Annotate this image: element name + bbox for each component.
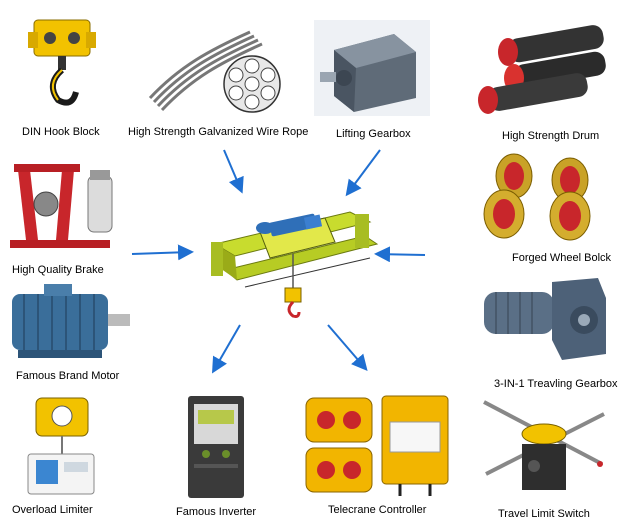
component-label: High Quality Brake xyxy=(12,264,104,276)
component-label: Travel Limit Switch xyxy=(498,508,590,520)
component-label: 3-IN-1 Treavling Gearbox xyxy=(494,378,618,390)
overload-limiter-icon xyxy=(27,397,95,495)
component-travelling-gearbox: 3-IN-1 Treavling Gearbox xyxy=(470,268,618,390)
component-label: Overload Limiter xyxy=(12,504,93,516)
component-label: High Strength Drum xyxy=(502,130,600,142)
arrow-controller xyxy=(327,324,368,372)
travelling-gearbox-icon xyxy=(484,278,606,360)
arrow-wire-rope xyxy=(223,149,244,194)
remote-controller-icon xyxy=(305,395,449,496)
crane-center xyxy=(205,192,385,327)
brake-icon xyxy=(10,164,113,248)
hook-block-icon xyxy=(28,19,96,106)
inverter-icon xyxy=(188,396,244,498)
component-overload-limiter: Overload Limiter xyxy=(10,392,122,522)
wheel-block-icon xyxy=(483,153,591,241)
arrow-brake xyxy=(131,244,194,261)
limit-switch-icon xyxy=(483,400,605,490)
arrow-forged-wheel xyxy=(374,246,426,263)
component-label: Famous Brand Motor xyxy=(16,370,120,382)
gearbox-icon xyxy=(314,20,430,116)
component-inverter: Famous Inverter xyxy=(172,394,272,522)
component-motor: Famous Brand Motor xyxy=(4,280,140,388)
component-hook-block: DIN Hook Block xyxy=(14,12,114,140)
arrow-lifting-gearbox xyxy=(345,149,381,197)
motor-icon xyxy=(12,284,130,358)
component-wire-rope: High Strength Galvanized Wire Rope xyxy=(126,20,308,148)
overhead-crane-icon xyxy=(211,211,379,318)
component-brake: High Quality Brake xyxy=(4,160,128,278)
component-lifting-gearbox: Lifting Gearbox xyxy=(310,20,434,148)
component-remote-controller: Telecrane Controller xyxy=(300,392,458,522)
component-label: Famous Inverter xyxy=(176,506,257,518)
drum-icon xyxy=(478,25,606,114)
component-label: Forged Wheel Bolck xyxy=(512,252,612,264)
component-limit-switch: Travel Limit Switch xyxy=(474,394,616,522)
component-drum: High Strength Drum xyxy=(470,24,616,144)
component-label: High Strength Galvanized Wire Rope xyxy=(128,126,309,138)
component-label: Telecrane Controller xyxy=(328,504,427,516)
wire-rope-icon xyxy=(148,30,281,113)
component-label: DIN Hook Block xyxy=(22,126,100,138)
component-wheel-block: Forged Wheel Bolck xyxy=(472,150,616,268)
arrow-inverter xyxy=(211,324,241,374)
component-label: Lifting Gearbox xyxy=(336,128,411,140)
